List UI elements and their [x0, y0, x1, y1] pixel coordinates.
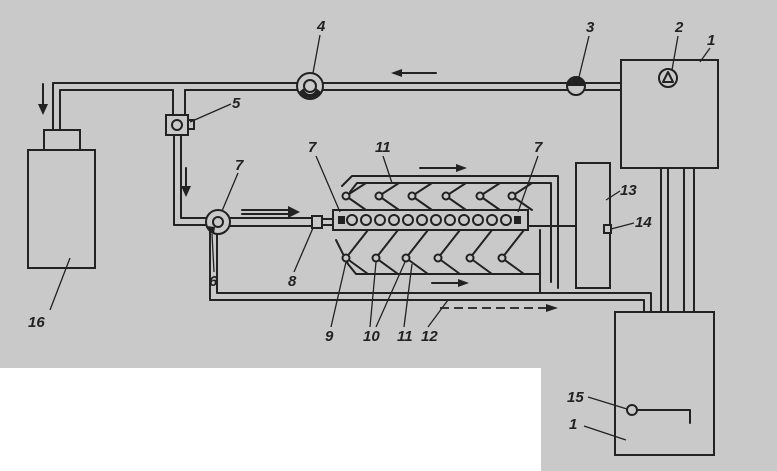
upper-nozzle — [475, 191, 485, 201]
arrow-down-inlet — [38, 83, 48, 115]
callout-labels: 1 2 3 4 5 7 7 11 7 13 14 6 8 9 10 11 12 … — [28, 18, 715, 433]
upper-nozzle — [374, 191, 384, 201]
callout-component-4: 4 — [316, 18, 326, 35]
callout-component-2: 2 — [674, 19, 684, 36]
component-3 — [566, 76, 586, 96]
supply-pipe-top — [52, 82, 622, 131]
callout-component-8: 8 — [288, 273, 297, 290]
callout-component-10: 10 — [363, 328, 380, 345]
bottom-tank-1 — [614, 311, 715, 456]
component-5 — [165, 114, 195, 136]
callout-component-9: 9 — [325, 328, 334, 345]
upper-nozzle — [441, 191, 451, 201]
callout-component-14: 14 — [635, 214, 652, 231]
callout-component-6: 6 — [209, 273, 218, 290]
upper-manifold-11 — [341, 175, 559, 289]
component-14 — [603, 224, 612, 234]
rail-outlet-pipes — [527, 225, 577, 294]
callout-7-rail-left: 7 — [308, 139, 317, 156]
rail-end-left — [338, 216, 345, 224]
arrow-right-return — [431, 279, 469, 287]
float-15 — [626, 404, 691, 424]
callout-component-15: 15 — [567, 389, 584, 406]
rail-7 — [332, 209, 529, 231]
canister-cap — [43, 129, 81, 151]
lower-nozzle — [401, 253, 411, 263]
lower-nozzle — [433, 253, 443, 263]
arrow-dashed-return — [440, 304, 558, 312]
upper-nozzle — [507, 191, 517, 201]
component-6 — [205, 209, 231, 235]
component-2 — [658, 68, 678, 88]
component-4 — [296, 72, 324, 100]
callout-7-rail-right: 7 — [534, 139, 543, 156]
lower-chevrons — [335, 229, 541, 275]
callout-7-at-6: 7 — [235, 157, 244, 174]
callout-component-13: 13 — [620, 182, 637, 199]
lower-nozzle — [341, 253, 351, 263]
callout-component-16: 16 — [28, 314, 45, 331]
return-pipe-12 — [209, 231, 652, 313]
lower-nozzle — [465, 253, 475, 263]
arrow-left-top — [391, 69, 437, 77]
pipe-6-to-8 — [229, 217, 313, 227]
upper-nozzle — [341, 191, 351, 201]
callout-11-upper: 11 — [375, 139, 391, 156]
arrow-right-manifold — [419, 164, 467, 172]
arrow-down-5 — [181, 167, 191, 197]
arrow-right-supply — [241, 206, 300, 218]
callout-component-5: 5 — [232, 95, 241, 112]
callout-component-12: 12 — [421, 328, 438, 345]
canister-16 — [27, 129, 96, 269]
lower-nozzle — [497, 253, 507, 263]
callout-bottom-tank: 1 — [569, 416, 577, 433]
upper-nozzle — [407, 191, 417, 201]
callout-11-lower: 11 — [397, 328, 413, 345]
callout-component-3: 3 — [586, 19, 595, 36]
leader-lines — [49, 34, 711, 441]
callout-top-tank: 1 — [707, 32, 715, 49]
lower-nozzle — [371, 253, 381, 263]
vertical-tubes — [660, 167, 695, 313]
upper-chevrons — [341, 182, 533, 211]
rail-end-right — [514, 216, 521, 224]
branch-pipe-5-to-6 — [173, 134, 207, 226]
canister-body — [27, 149, 96, 269]
